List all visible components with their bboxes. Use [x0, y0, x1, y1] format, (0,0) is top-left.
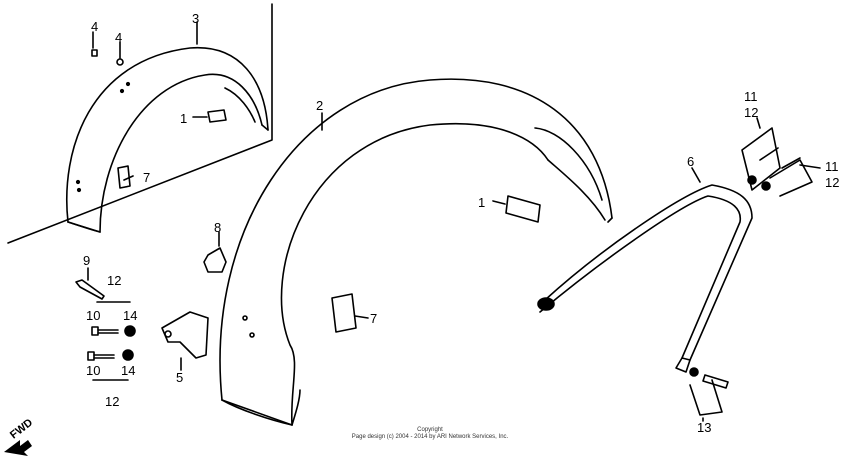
callout-12c: 12	[107, 273, 122, 288]
callout-7a: 7	[143, 170, 151, 185]
callout-12a: 12	[744, 105, 759, 120]
callout-13: 13	[697, 420, 712, 435]
bolt-13	[689, 367, 729, 416]
bracket-5	[161, 311, 209, 359]
large-fender	[219, 78, 613, 426]
bolt-set-upper	[91, 325, 136, 337]
callout-4a: 4	[91, 19, 99, 34]
callout-6: 6	[687, 154, 695, 169]
large-fender-plate-1	[505, 195, 541, 223]
fwd-arrow-icon	[4, 440, 32, 456]
copyright-notice: Copyright Page design (c) 2004 - 2014 by…	[300, 427, 560, 441]
callout-4b: 4	[115, 30, 123, 45]
large-fender-plate-7	[331, 293, 357, 333]
grab-rail-6	[537, 184, 753, 373]
callout-1a: 1	[180, 111, 188, 126]
callout-11a: 11	[744, 89, 758, 104]
small-fender-plate-7	[117, 165, 131, 189]
callout-7b: 7	[370, 311, 378, 326]
callout-12d: 12	[105, 394, 120, 409]
callout-14b: 14	[121, 363, 136, 378]
callout-2: 2	[316, 98, 324, 113]
callout-3: 3	[192, 11, 200, 26]
copyright-line2: Page design (c) 2004 - 2014 by ARI Netwo…	[351, 434, 509, 440]
callout-10b: 10	[86, 363, 101, 378]
callout-14a: 14	[123, 308, 138, 323]
callout-9: 9	[83, 253, 91, 268]
copyright-line1: Copyright	[417, 427, 443, 433]
small-fender	[66, 46, 269, 233]
bolt-set-lower	[87, 349, 134, 361]
callout-10a: 10	[86, 308, 101, 323]
clip-8	[203, 247, 227, 273]
callout-1b: 1	[478, 195, 486, 210]
bolt-9	[75, 279, 105, 300]
small-fender-plate-1	[207, 109, 227, 123]
inset-frame	[7, 3, 273, 244]
callout-8: 8	[214, 220, 222, 235]
part-4-nuts	[91, 49, 124, 66]
callout-11b: 11	[825, 159, 839, 174]
callout-12b: 12	[825, 175, 840, 190]
callout-5: 5	[176, 370, 184, 385]
bolt-set-11-12	[741, 127, 813, 197]
